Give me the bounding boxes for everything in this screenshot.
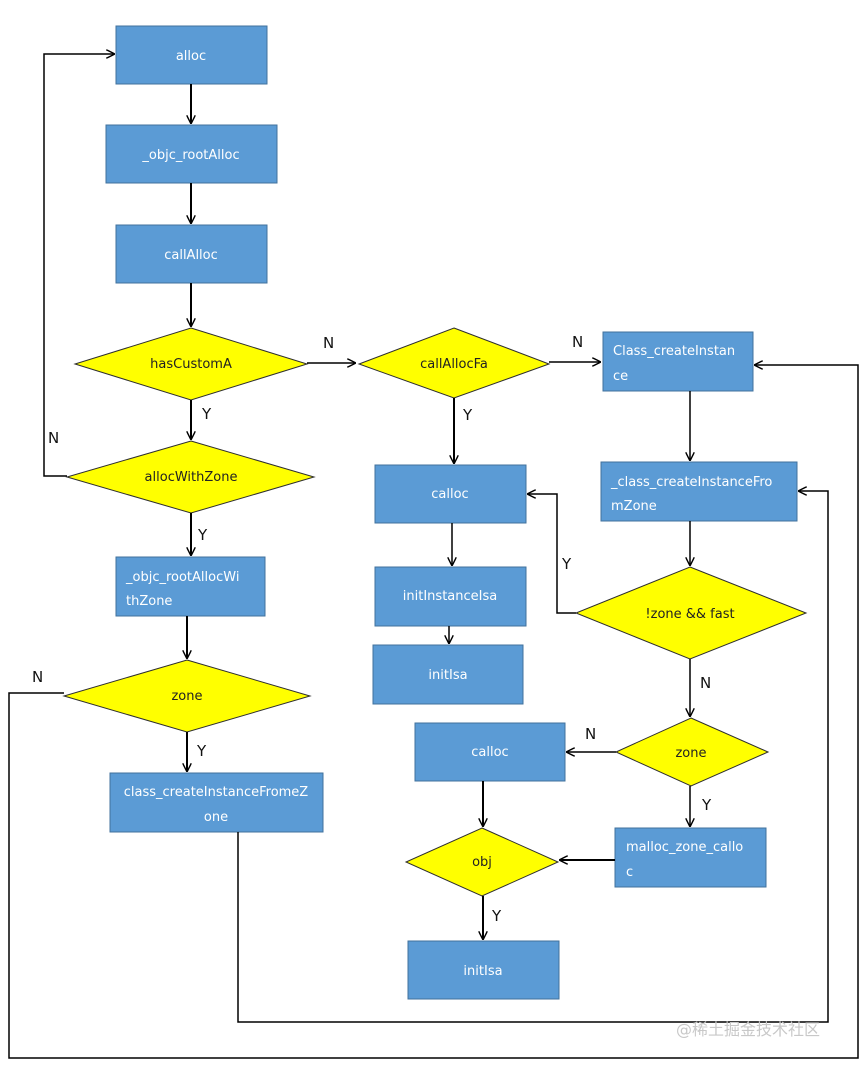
decision-obj-label: obj — [472, 855, 492, 870]
node-malloc-zone-calloc-label-1: malloc_zone_callo — [626, 840, 743, 855]
node-alloc-label: alloc — [176, 49, 206, 64]
decision-alloc-with-zone: allocWithZone — [65, 440, 316, 514]
node-class-create-instance-frome-zone-label-2: one — [204, 810, 228, 825]
node-init-isa-low: initIsa — [407, 940, 560, 1000]
node-init-instance-isa-label: initInstanceIsa — [403, 589, 497, 604]
label-alloc-with-zone-n: N — [48, 429, 59, 447]
decision-call-alloc-fa: callAllocFa — [357, 327, 551, 399]
node-calloc-low-label: calloc — [471, 745, 508, 760]
decision-not-zone-fast: !zone && fast — [574, 566, 808, 660]
node-class-create-instance-frome-zone: class_createInstanceFromeZ one — [109, 772, 324, 833]
node-malloc-zone-calloc: malloc_zone_callo c — [614, 827, 767, 888]
node-calloc-mid-label: calloc — [431, 487, 468, 502]
label-not-zone-fast-n: N — [700, 674, 711, 692]
node-init-instance-isa: initInstanceIsa — [374, 566, 527, 627]
label-call-alloc-fa-y: Y — [462, 406, 473, 424]
node-class-create-instance-from-zone-label-1: _class_createInstanceFro — [610, 475, 772, 490]
label-zone-right-y: Y — [701, 796, 712, 814]
node-objc-root-alloc-with-zone: _objc_rootAllocWi thZone — [115, 556, 266, 617]
decision-not-zone-fast-label: !zone && fast — [645, 607, 734, 622]
node-objc-root-alloc-label: _objc_rootAlloc — [141, 148, 239, 163]
decision-zone-right-label: zone — [675, 746, 706, 761]
decision-call-alloc-fa-label: callAllocFa — [420, 357, 488, 372]
edge-alloc-with-zone-n-loop — [43, 54, 114, 477]
node-class-create-instance-label-1: Class_createInstan — [613, 344, 735, 359]
label-zone-left-n: N — [32, 668, 43, 686]
node-malloc-zone-calloc-label-2: c — [626, 865, 633, 880]
edge-frome-zone-loop — [237, 491, 829, 1023]
edge-zone-left-n-loop — [8, 365, 859, 1059]
node-init-isa-mid: initIsa — [372, 644, 524, 705]
label-zone-left-y: Y — [196, 742, 207, 760]
node-class-create-instance-from-zone: _class_createInstanceFro mZone — [600, 461, 798, 522]
decision-zone-left: zone — [62, 659, 312, 733]
node-objc-root-alloc-with-zone-label-1: _objc_rootAllocWi — [125, 570, 239, 585]
label-alloc-with-zone-y: Y — [197, 526, 208, 544]
node-alloc: alloc — [115, 25, 268, 85]
decision-zone-left-label: zone — [171, 689, 202, 704]
node-class-create-instance: Class_createInstan ce — [602, 331, 754, 392]
watermark: @稀土掘金技术社区 — [676, 1020, 820, 1039]
node-call-alloc-label: callAlloc — [164, 248, 218, 263]
label-has-custom-n: N — [323, 334, 334, 352]
decision-zone-right: zone — [614, 717, 770, 787]
node-objc-root-alloc-with-zone-label-2: thZone — [126, 594, 172, 609]
edge-not-zone-fast-y — [528, 494, 576, 614]
decision-alloc-with-zone-label: allocWithZone — [145, 470, 238, 485]
label-not-zone-fast-y: Y — [561, 555, 572, 573]
decision-has-custom-a: hasCustomA — [73, 327, 309, 401]
label-call-alloc-fa-n: N — [572, 333, 583, 351]
node-objc-root-alloc: _objc_rootAlloc — [105, 124, 278, 184]
node-init-isa-low-label: initIsa — [463, 964, 502, 979]
node-call-alloc: callAlloc — [115, 224, 268, 284]
node-calloc-low: calloc — [414, 722, 566, 782]
node-class-create-instance-from-zone-label-2: mZone — [611, 499, 657, 514]
label-has-custom-y: Y — [201, 405, 212, 423]
decision-obj: obj — [404, 827, 560, 897]
label-zone-right-n: N — [585, 725, 596, 743]
node-class-create-instance-label-2: ce — [613, 369, 628, 384]
label-obj-y: Y — [491, 907, 502, 925]
node-class-create-instance-frome-zone-label-1: class_createInstanceFromeZ — [124, 785, 309, 800]
decision-has-custom-a-label: hasCustomA — [150, 357, 232, 372]
node-calloc-mid: calloc — [374, 464, 527, 524]
node-init-isa-mid-label: initIsa — [428, 668, 467, 683]
